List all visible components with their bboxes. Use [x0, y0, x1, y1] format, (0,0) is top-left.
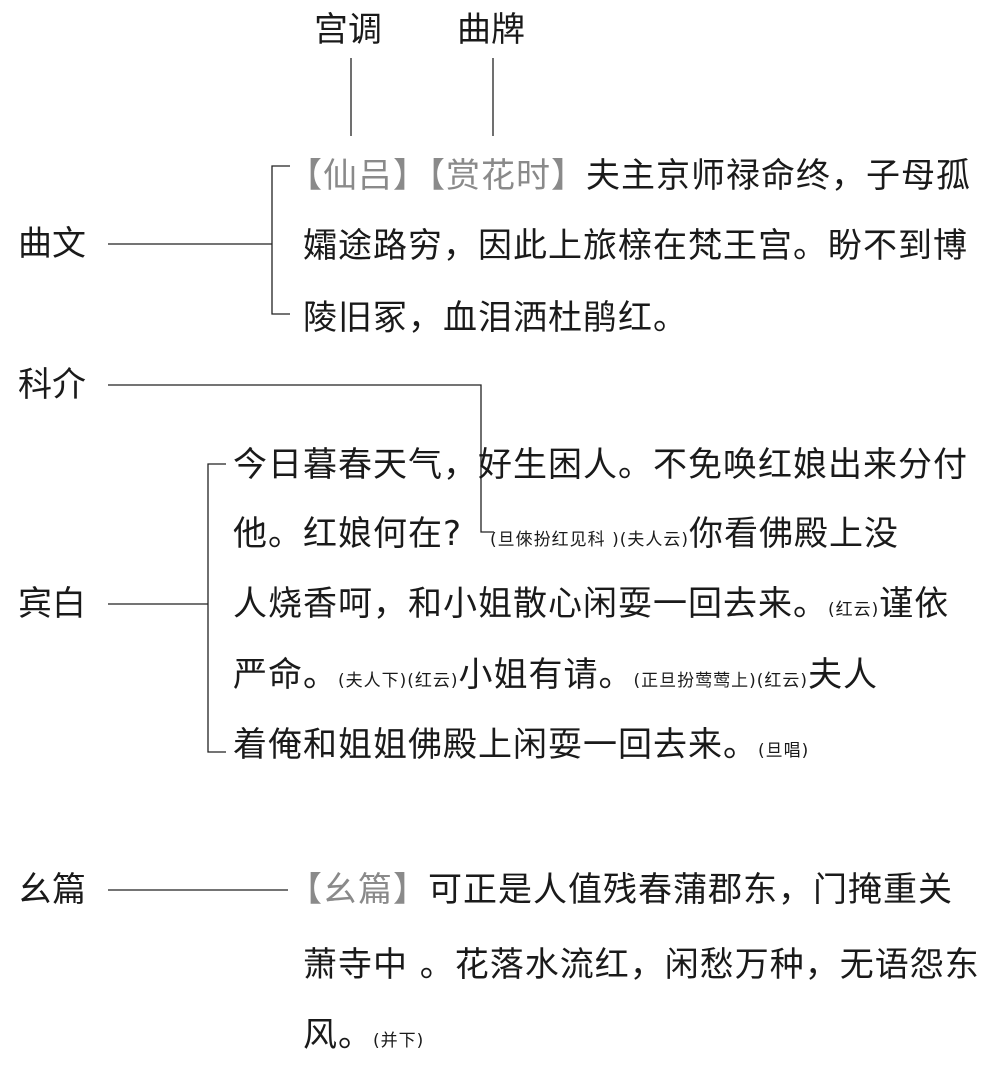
stage-note: (正旦扮莺莺上): [633, 671, 757, 691]
bracket-close: 】: [551, 156, 586, 196]
binbai-line-2: 他。红娘何在? (旦倈扮红见科 )(夫人云)你看佛殿上没: [233, 514, 899, 560]
binbai-line-3: 人烧香呵，和小姐散心闲耍一回去来。(红云)谨依: [233, 584, 949, 630]
quwen-line-1-text: 夫主京师禄命终，子母孤: [586, 156, 971, 196]
binbai-line-3a: 人烧香呵，和小姐散心闲耍一回去来。: [233, 584, 828, 624]
qupai-label: 曲牌: [457, 10, 525, 50]
qupai-text: 赏花时: [446, 156, 551, 196]
stage-note: (红云): [828, 600, 880, 620]
binbai-line-5: 着俺和姐姐佛殿上闲耍一回去来。(旦唱): [233, 725, 809, 771]
stage-note: (夫人云): [619, 530, 689, 550]
binbai-line-2a: 他。红娘何在?: [233, 514, 463, 554]
binbai-line-3b: 谨依: [879, 584, 950, 624]
binbai-bracket: [207, 463, 226, 753]
binbai-line-4a: 严命。: [233, 655, 338, 695]
gongdiao-text: 仙吕: [323, 156, 393, 196]
binbai-line-2b: 你看佛殿上没: [688, 514, 899, 554]
yaopian-line-1-text: 可正是人值残春蒲郡东，门掩重关: [428, 870, 953, 910]
binbai-line-4c: 夫人: [808, 655, 879, 695]
binbai-line-4b: 小姐有请。: [458, 655, 634, 695]
binbai-line-1b: 好生困人。不免唤红娘出来分付: [478, 445, 968, 485]
binbai-label: 宾白: [18, 584, 86, 624]
yaopian-title: 幺篇: [323, 870, 393, 910]
gongdiao-label: 宫调: [314, 10, 382, 50]
stage-note: (旦倈扮红见科 ): [490, 530, 620, 550]
binbai-line-1a: 今日暮春天气，: [233, 445, 478, 485]
binbai-line-1: 今日暮春天气，好生困人。不免唤红娘出来分付: [233, 445, 968, 485]
bracket-close: 】: [393, 870, 428, 910]
yaopian-line-3: 风。(并下): [303, 1015, 424, 1061]
stage-note: (并下): [373, 1031, 425, 1051]
stage-note: (夫人下): [338, 671, 408, 691]
bracket-open: 【: [288, 870, 323, 910]
stage-note: (红云): [407, 671, 459, 691]
bracket-open: 【: [288, 156, 323, 196]
quwen-bracket: [271, 165, 290, 315]
quwen-line-2: 孀途路穷，因此上旅榇在梵王宫。盼不到博: [303, 226, 968, 266]
quwen-line-1: 【仙吕】【赏花时】夫主京师禄命终，子母孤: [288, 156, 971, 196]
yaopian-line-3a: 风。: [303, 1015, 373, 1055]
yaopian-line-1: 【幺篇】可正是人值残春蒲郡东，门掩重关: [288, 870, 953, 910]
yaopian-line-2: 萧寺中 。花落水流红，闲愁万种，无语怨东: [303, 945, 980, 985]
stage-note: (旦唱): [758, 741, 810, 761]
bracket-mid: 】【: [393, 156, 446, 196]
binbai-line-4: 严命。(夫人下)(红云)小姐有请。(正旦扮莺莺上)(红云)夫人: [233, 655, 878, 701]
stage-note: (红云): [756, 671, 809, 691]
yaopian-label: 幺篇: [18, 870, 86, 910]
quwen-line-3: 陵旧冢，血泪洒杜鹃红。: [303, 298, 688, 338]
quwen-label: 曲文: [18, 224, 86, 264]
binbai-line-5a: 着俺和姐姐佛殿上闲耍一回去来。: [233, 725, 758, 765]
kejie-connector: [108, 384, 494, 533]
kejie-label: 科介: [18, 365, 86, 405]
